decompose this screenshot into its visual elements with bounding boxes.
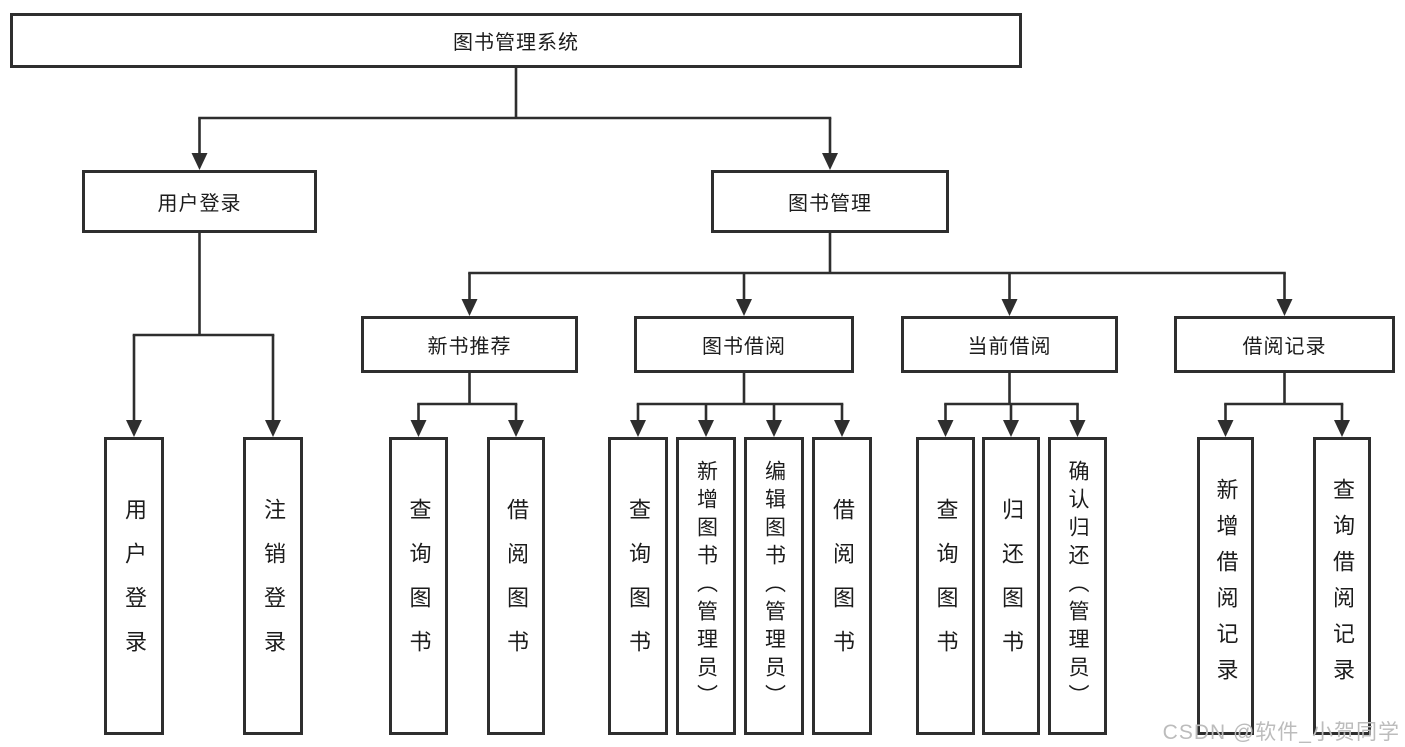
leaf-records-query-record: 查询借阅记录 [1313,437,1371,735]
node-label: 用户登录 [157,193,242,215]
csdn-watermark: CSDN @软件_小贺同学 [1162,721,1400,744]
node-label: 借阅图书 [830,498,855,674]
node-book-borrow: 图书借阅 [634,316,854,373]
node-label: 用户登录 [122,498,147,674]
node-label: 编辑图书（管理员） [762,460,786,712]
node-label: 新书推荐 [427,336,512,358]
leaf-recommend-query-books: 查询图书 [389,437,448,735]
leaf-borrow-edit-book-admin: 编辑图书（管理员） [744,437,804,735]
node-label: 图书借阅 [702,336,786,358]
node-user-login: 用户登录 [82,170,317,233]
leaf-borrow-add-book-admin: 新增图书（管理员） [676,437,736,735]
leaf-borrow-query-books: 查询图书 [608,437,668,735]
node-label: 当前借阅 [967,336,1052,358]
node-label: 图书管理 [788,193,872,215]
node-label: 归还图书 [999,498,1024,674]
node-label: 查询图书 [406,498,432,674]
leaf-logout: 注销登录 [243,437,303,735]
node-label: 借阅图书 [504,498,529,674]
node-label: 确认归还（管理员） [1066,460,1089,712]
leaf-recommend-borrow-books: 借阅图书 [487,437,545,735]
node-new-book-recommend: 新书推荐 [361,316,578,373]
node-label: 新增借阅记录 [1213,478,1239,694]
node-label: 图书管理系统 [453,32,579,54]
leaf-borrow-borrow-books: 借阅图书 [812,437,872,735]
arrowheads [126,153,1350,437]
node-current-borrow: 当前借阅 [901,316,1118,373]
node-label: 新增图书（管理员） [694,460,718,712]
node-borrow-records: 借阅记录 [1174,316,1395,373]
node-label: 查询图书 [626,498,651,674]
node-book-management: 图书管理 [711,170,949,233]
node-label: 注销登录 [261,498,286,674]
leaf-user-login: 用户登录 [104,437,164,735]
node-label: 查询图书 [933,498,959,674]
node-label: 借阅记录 [1242,336,1327,358]
leaf-records-add-record: 新增借阅记录 [1197,437,1254,735]
leaf-current-query-books: 查询图书 [916,437,975,735]
node-library-management-system: 图书管理系统 [10,13,1022,68]
leaf-current-confirm-return-admin: 确认归还（管理员） [1048,437,1107,735]
leaf-current-return-books: 归还图书 [982,437,1040,735]
node-label: 查询借阅记录 [1330,478,1355,694]
